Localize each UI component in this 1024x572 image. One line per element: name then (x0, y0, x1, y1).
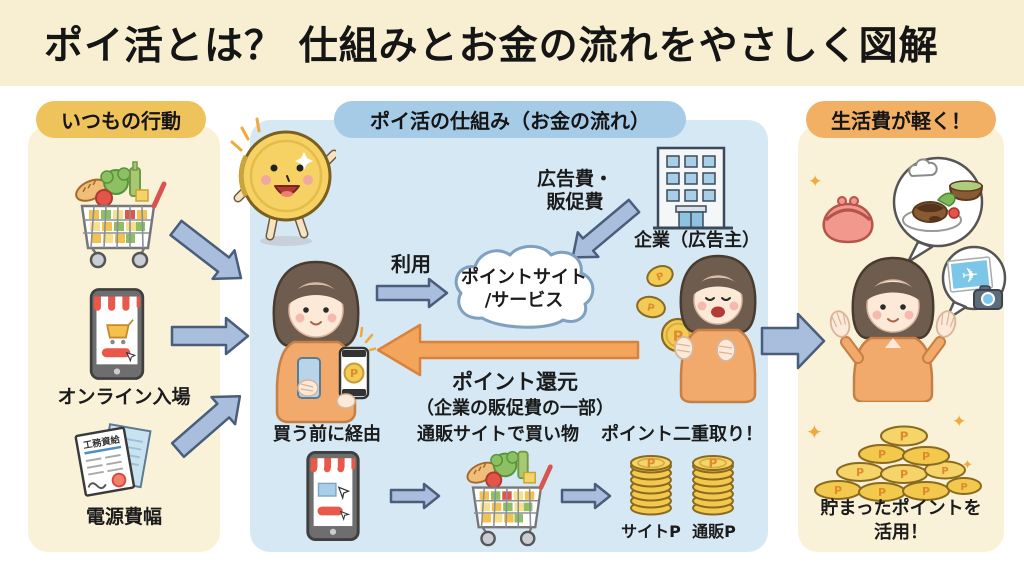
woman-using-phone: P (272, 260, 376, 424)
svg-text:P: P (922, 485, 930, 498)
svg-text:P: P (856, 466, 864, 479)
point-site-cloud (454, 244, 595, 329)
svg-text:P: P (960, 482, 967, 493)
benefit-caption-line1: 貯まったポイントを (820, 498, 982, 519)
svg-text:P: P (709, 457, 718, 471)
camera-icon (973, 285, 1003, 310)
coin-mascot (230, 117, 336, 246)
company-building-icon (653, 146, 733, 230)
travel-bubble: ✈ (941, 245, 1007, 322)
meal-bubble (892, 156, 984, 264)
page-title: ポイ活とは？ 仕組みとお金の流れをやさしく図解 (44, 24, 939, 69)
step3-label: ポイント二重取り！ (601, 424, 763, 445)
usual-actions-badge: いつもの行動 (36, 101, 206, 138)
tomato-icon (948, 207, 960, 219)
step2-label: 通販サイトで買い物 (417, 424, 579, 445)
online-shop-phone-icon (89, 288, 145, 380)
steam-icon (908, 158, 938, 178)
svg-text:P: P (647, 457, 656, 471)
online-label: オンライン入場 (57, 386, 191, 408)
ad-fee-label: 広告費・ 販促費 (536, 168, 613, 213)
sparkle-icon: ✦ (962, 458, 973, 473)
sparkle-icon: ✦ (806, 420, 823, 444)
svg-text:P: P (922, 450, 930, 463)
airplane-icon: ✈ (961, 262, 980, 288)
stack1-label: サイトP (621, 522, 681, 541)
svg-text:P: P (900, 430, 909, 444)
cloud-label: ポイントサイト /サービス (461, 267, 587, 311)
docs-label: 電源費幅 (85, 506, 162, 528)
documents-icon: 工務資給 (74, 423, 152, 497)
svg-text:P: P (655, 271, 666, 284)
shop-point-stack: P (692, 455, 734, 516)
svg-text:P: P (673, 329, 683, 345)
svg-text:P: P (900, 468, 908, 481)
svg-text:P: P (646, 302, 655, 314)
shopping-cart-icon (466, 450, 553, 547)
step1-label: 買う前に経由 (273, 424, 381, 445)
reward-label: ポイント還元 (452, 370, 578, 394)
reward-sublabel: （企業の販促費の一部） (416, 398, 614, 419)
cart-glyph (106, 319, 134, 345)
coin-purse-icon (822, 196, 874, 244)
woman-receiving-points (674, 254, 757, 404)
svg-text:P: P (834, 484, 842, 497)
lettuce-icon (936, 192, 956, 207)
via-site-phone-icon (306, 450, 360, 542)
woman-waving (829, 256, 957, 402)
title-banner: ポイ活とは？ 仕組みとお金の流れをやさしく図解 (0, 0, 1024, 86)
use-label: 利用 (391, 252, 431, 276)
benefit-caption-line2: 活用！ (874, 522, 928, 543)
sparkle-icon: ✦ (808, 172, 823, 192)
mechanism-badge: ポイ活の仕組み（お金の流れ） (334, 101, 686, 138)
company-label: 企業（広告主） (634, 230, 760, 251)
svg-text:P: P (878, 448, 886, 461)
site-point-stack: P (630, 455, 672, 516)
benefit-badge: 生活費が軽く！ (806, 101, 996, 138)
svg-text:P: P (941, 466, 948, 477)
coin-pile: P P P P P P P P P P (814, 425, 982, 502)
grocery-cart-icon (75, 161, 167, 269)
sparkle-icon: ✦ (952, 412, 967, 432)
stack2-label: 通販P (692, 522, 736, 541)
p-coin: P (350, 367, 358, 380)
svg-text:P: P (878, 486, 886, 499)
travel-photo-icon: ✈ (946, 256, 994, 293)
